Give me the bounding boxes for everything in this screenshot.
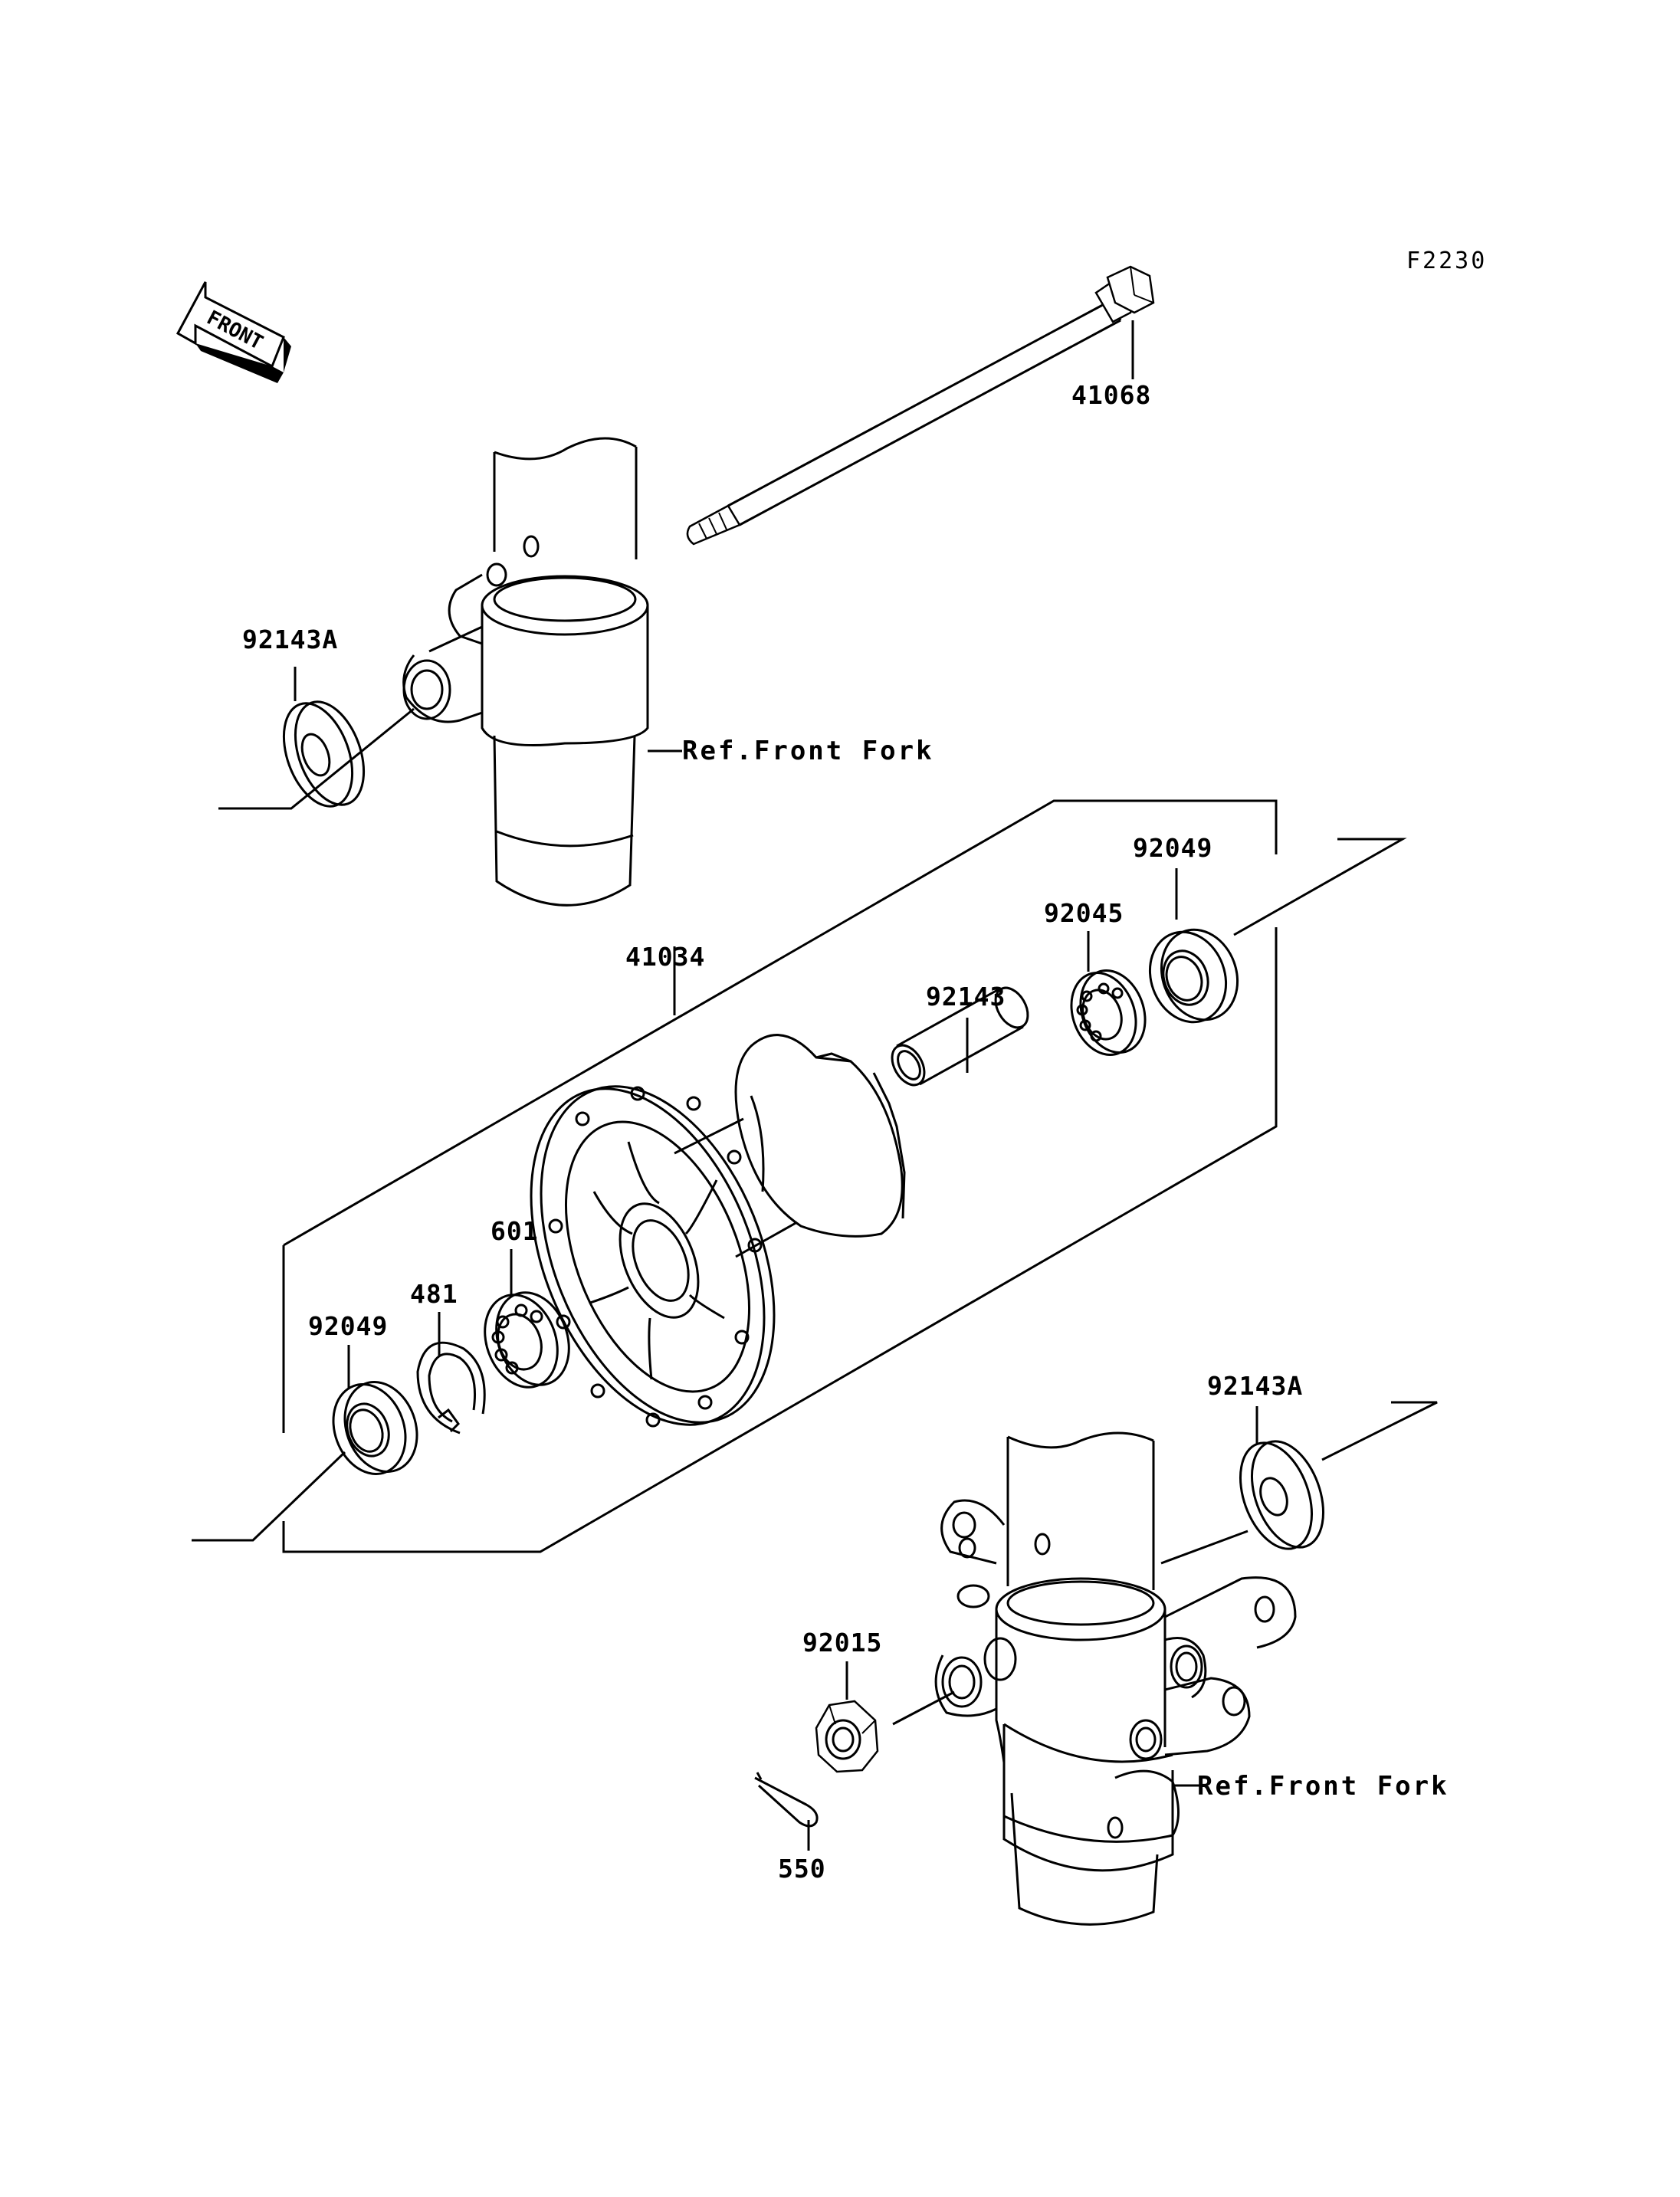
front-arrow-icon: FRONT xyxy=(176,281,291,383)
spacer-92143 xyxy=(891,986,1029,1087)
part-label-92015: 92015 xyxy=(802,1628,882,1658)
part-label-92143A-right: 92143A xyxy=(1207,1371,1303,1401)
bearing-92045 xyxy=(1070,931,1147,1056)
hub-41034 xyxy=(530,1034,906,1428)
part-label-601: 601 xyxy=(491,1216,539,1246)
part-label-481: 481 xyxy=(410,1279,458,1309)
part-label-92049-left: 92049 xyxy=(308,1311,388,1341)
part-label-92143: 92143 xyxy=(926,982,1006,1012)
part-label-92049-right: 92049 xyxy=(1133,833,1212,863)
ref-label-upper: Ref.Front Fork xyxy=(682,736,934,766)
oil-seal-92049-left xyxy=(192,1345,418,1542)
lower-fork-leg xyxy=(934,1431,1297,1926)
hub-assembly-frame xyxy=(282,799,1278,1553)
part-label-92045: 92045 xyxy=(1044,898,1124,928)
figure-code: F2230 xyxy=(1406,248,1487,274)
upper-fork-leg xyxy=(402,437,682,907)
ref-label-lower: Ref.Front Fork xyxy=(1197,1771,1449,1802)
part-label-550: 550 xyxy=(778,1854,826,1884)
part-label-41068: 41068 xyxy=(1071,380,1151,410)
bearing-601 xyxy=(484,1249,570,1389)
part-label-41034: 41034 xyxy=(625,942,705,972)
axis-line-right xyxy=(1233,838,1407,936)
collar-92143A-right xyxy=(1160,1401,1438,1565)
collar-92143A-left xyxy=(218,667,415,810)
circlip-481 xyxy=(416,1312,486,1435)
axle-nut-92015 xyxy=(815,1661,955,1773)
cotter-pin-550 xyxy=(754,1772,819,1851)
part-label-92143A-left: 92143A xyxy=(242,625,338,654)
oil-seal-92049-right xyxy=(1148,868,1239,1024)
axle-41068 xyxy=(686,265,1155,546)
